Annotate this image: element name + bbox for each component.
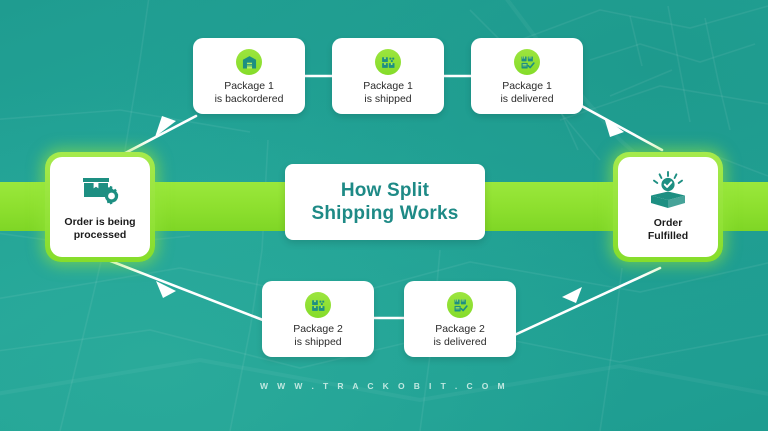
arrowhead-start-to-top	[155, 116, 176, 137]
open-box-check-icon	[647, 171, 689, 209]
step-card-package1-backordered[interactable]: Package 1 is backordered	[193, 38, 305, 114]
end-node-card[interactable]: Order Fulfilled	[618, 157, 718, 257]
boxes-icon	[375, 49, 401, 75]
step-label: Package 1 is backordered	[214, 80, 284, 105]
arrowhead-start-to-bottom	[156, 281, 176, 298]
title-card: How Split Shipping Works	[285, 164, 485, 240]
boxes-icon	[305, 292, 331, 318]
clipboard-check-icon	[514, 49, 540, 75]
step-label: Package 2 is shipped	[293, 323, 343, 348]
step-card-package1-shipped[interactable]: Package 1 is shipped	[332, 38, 444, 114]
warehouse-icon	[236, 49, 262, 75]
step-card-package2-delivered[interactable]: Package 2 is delivered	[404, 281, 516, 357]
connector-bottom-to-end	[506, 266, 662, 340]
connector-top-to-end	[576, 102, 664, 152]
footer-website-url: W W W . T R A C K O B I T . C O M	[259, 381, 509, 391]
package-gear-icon	[80, 172, 120, 208]
arrowhead-top-to-end	[604, 117, 624, 137]
arrowhead-bottom-to-end	[562, 287, 582, 303]
connector-start-to-bottom	[106, 258, 270, 324]
end-node-label: Order Fulfilled	[647, 217, 689, 242]
clipboard-check-icon	[447, 292, 473, 318]
start-node-card[interactable]: Order is being processed	[50, 157, 150, 257]
step-label: Package 1 is shipped	[363, 80, 413, 105]
step-card-package1-delivered[interactable]: Package 1 is delivered	[471, 38, 583, 114]
step-label: Package 2 is delivered	[433, 323, 487, 348]
start-node-label: Order is being processed	[64, 216, 136, 241]
page-title: How Split Shipping Works	[311, 180, 459, 224]
step-label: Package 1 is delivered	[500, 80, 554, 105]
step-card-package2-shipped[interactable]: Package 2 is shipped	[262, 281, 374, 357]
